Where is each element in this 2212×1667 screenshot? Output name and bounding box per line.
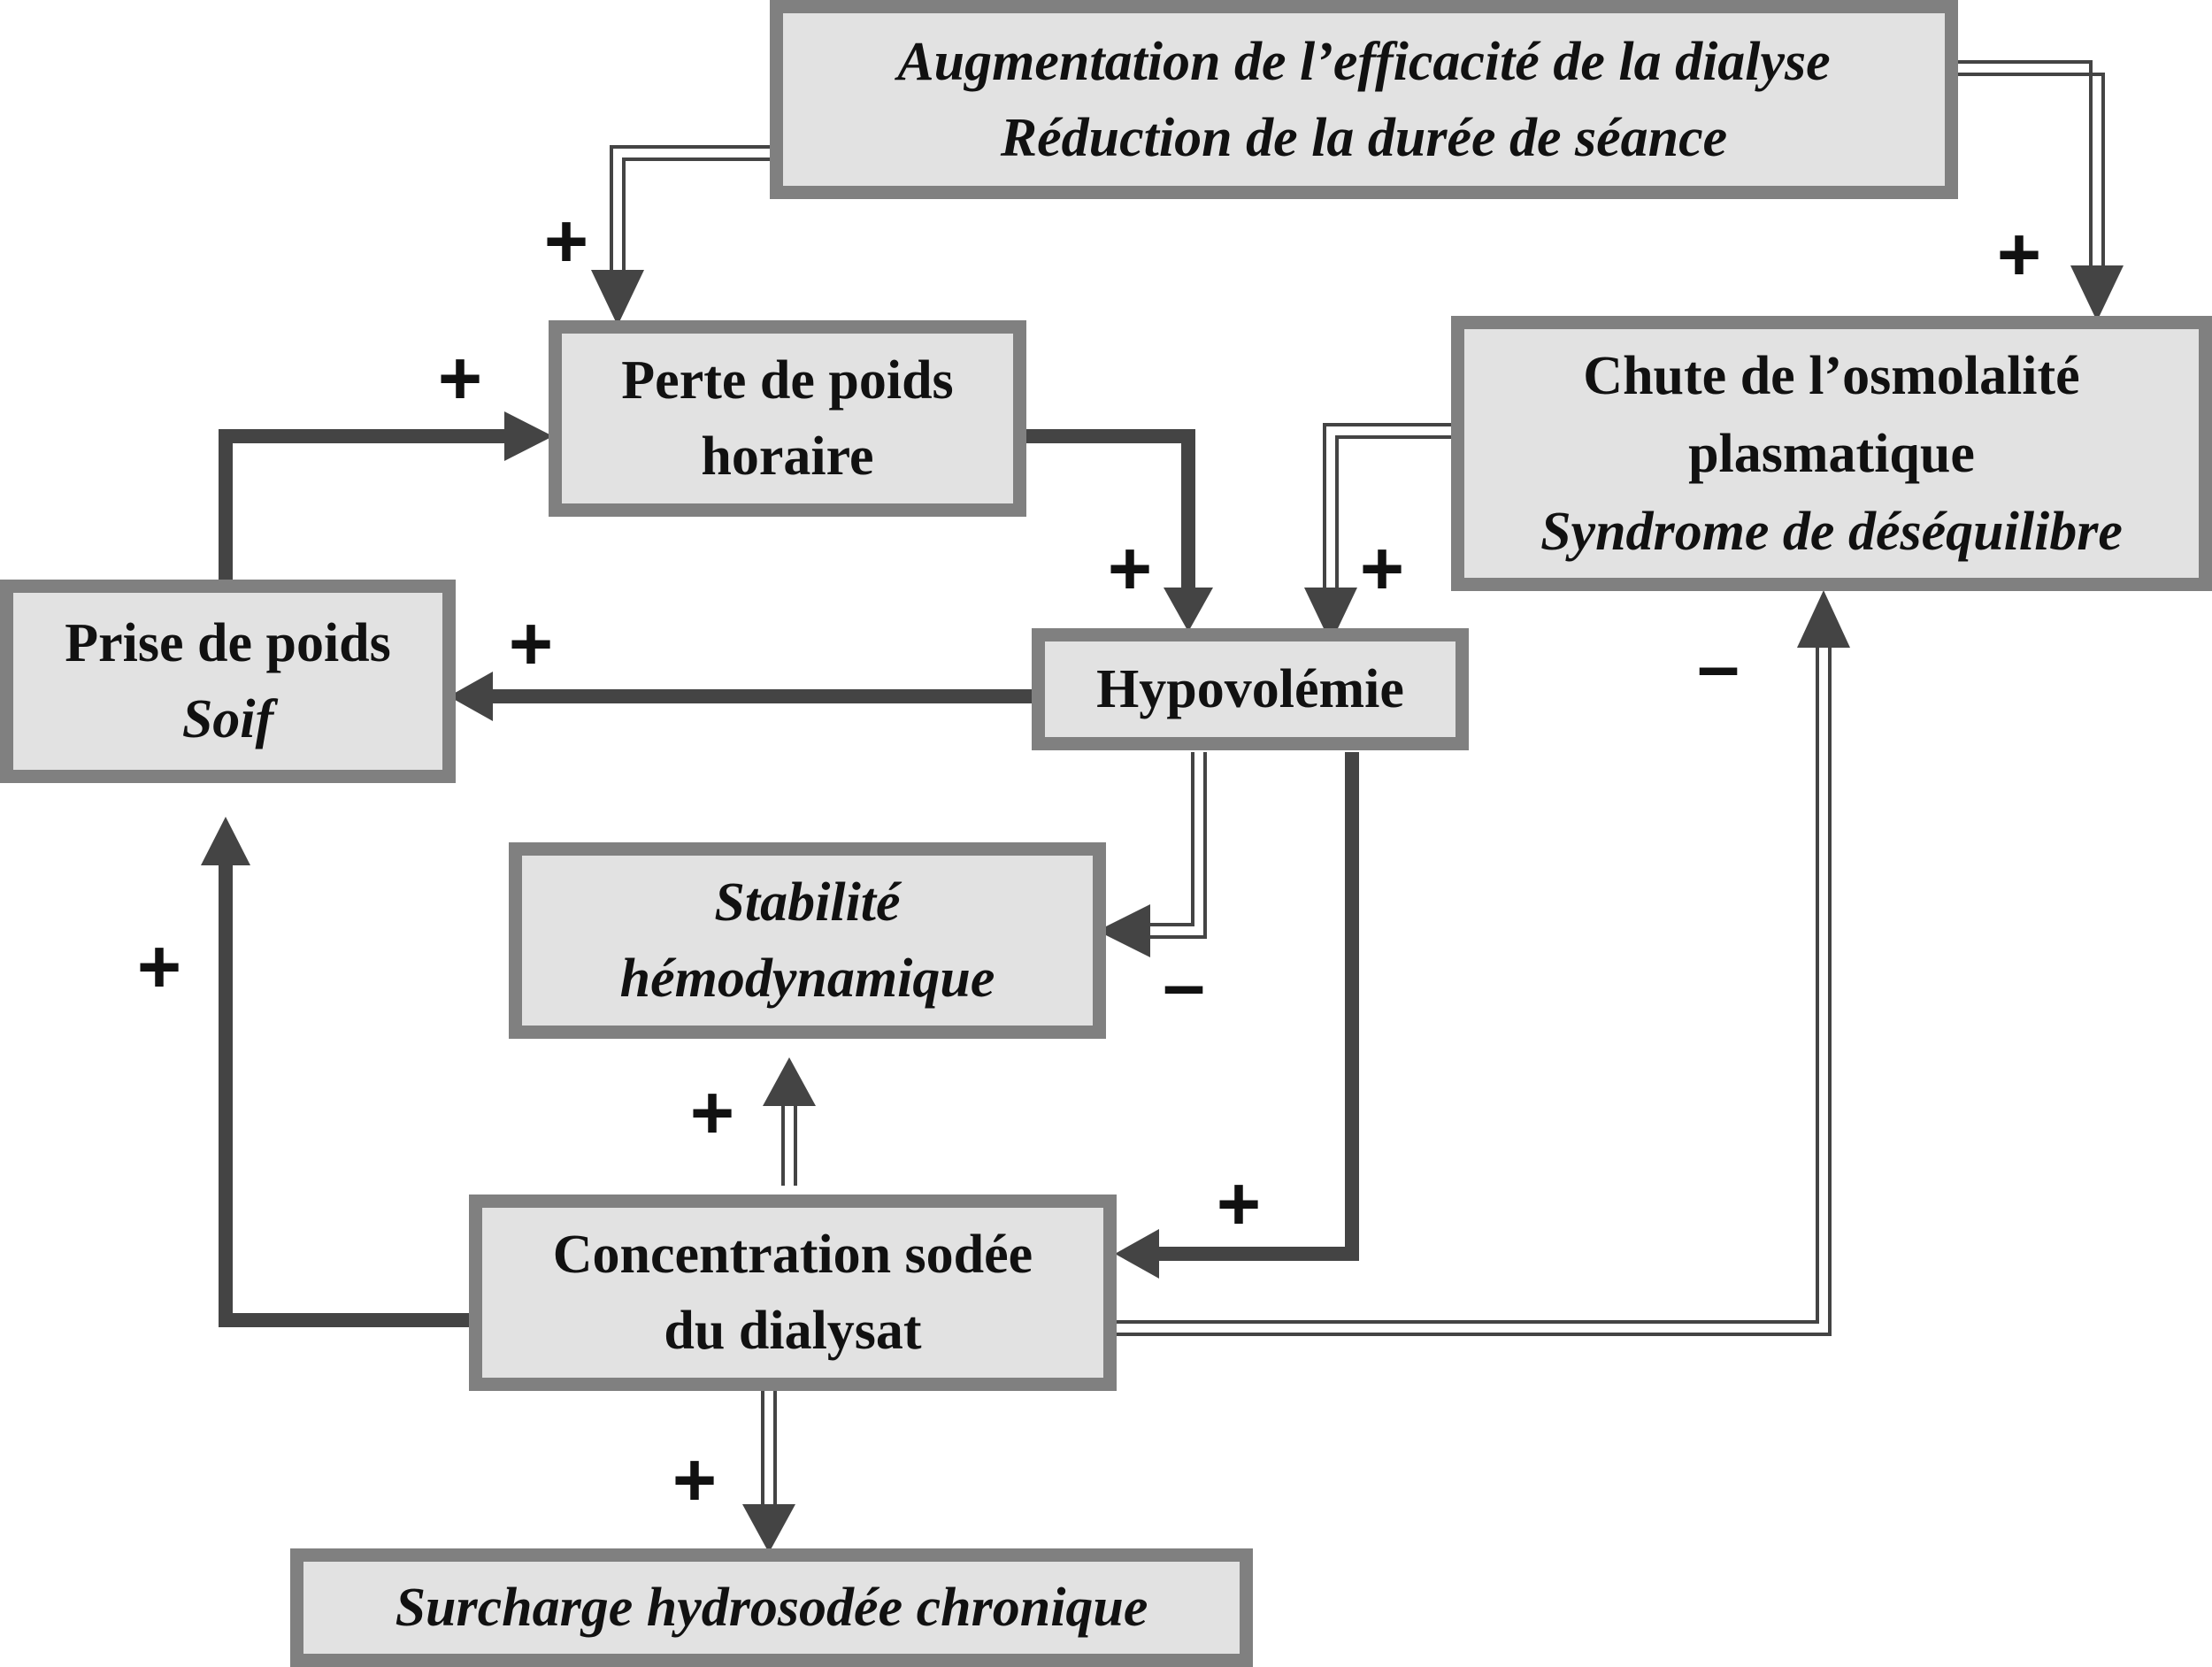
node-hemodynamic-stability: Stabilité hémodynamique bbox=[509, 842, 1106, 1039]
sign-sodium-to-osmolality: – bbox=[1697, 624, 1740, 709]
arrow-dialysis-to-osmolality bbox=[1949, 60, 2093, 265]
node-osmolality-line1: Chute de l’osmolalité bbox=[1583, 345, 2080, 406]
sign-dialysis-to-weight-loss: + bbox=[543, 199, 589, 284]
sign-weight-gain-to-weight-loss: + bbox=[437, 336, 483, 421]
node-stability-line2: hémodynamique bbox=[619, 949, 995, 1009]
node-dialysis-line1: Augmentation de l’efficacité de la dialy… bbox=[897, 31, 1831, 92]
arrow-osmolality-to-hypovolemia-line2 bbox=[1335, 435, 1455, 588]
arrowhead bbox=[1115, 1229, 1159, 1279]
sign-sodium-to-stability: + bbox=[689, 1071, 735, 1156]
arrowhead bbox=[1304, 588, 1357, 643]
arrow-sodium-to-osmolality-line2 bbox=[1112, 648, 1832, 1336]
arrow-weight-loss-to-hypovolemia bbox=[1018, 429, 1195, 588]
arrow-osmolality-to-hypovolemia bbox=[1323, 423, 1455, 588]
node-osmolality-line2: plasmatique bbox=[1688, 423, 1975, 484]
arrowhead bbox=[449, 672, 493, 721]
arrowhead bbox=[591, 270, 644, 326]
arrow-dialysis-to-osmolality-line2 bbox=[1949, 73, 2105, 265]
node-weight-loss-line1: Perte de poids bbox=[621, 350, 954, 411]
arrow-sodium-to-osmolality bbox=[1112, 648, 1819, 1324]
sign-hypovolemia-to-sodium: + bbox=[1216, 1162, 1262, 1247]
arrow-hypovolemia-to-sodium bbox=[1159, 752, 1359, 1261]
arrowhead bbox=[201, 817, 250, 865]
arrowhead bbox=[1797, 590, 1850, 648]
sign-osmolality-to-hypovolemia: + bbox=[1359, 526, 1405, 611]
sign-sodium-to-overload: + bbox=[672, 1438, 718, 1523]
node-sodium-line1: Concentration sodée bbox=[552, 1225, 1033, 1285]
sign-hypovolemia-to-weight-gain: + bbox=[508, 602, 554, 687]
sign-sodium-to-weight-gain: + bbox=[136, 925, 182, 1010]
arrow-weight-gain-to-weight-loss bbox=[219, 429, 504, 584]
node-chronic-overload: Surcharge hydrosodée chronique bbox=[290, 1548, 1253, 1667]
node-osmolality-line3: Syndrome de déséquilibre bbox=[1540, 501, 2123, 562]
arrowhead bbox=[1164, 588, 1213, 632]
node-dialysis-efficiency: Augmentation de l’efficacité de la dialy… bbox=[770, 0, 1958, 199]
node-osmolality: Chute de l’osmolalité plasmatique Syndro… bbox=[1451, 316, 2212, 591]
sign-weight-loss-to-hypovolemia: + bbox=[1107, 526, 1153, 611]
node-overload-line1: Surcharge hydrosodée chronique bbox=[395, 1578, 1148, 1638]
arrow-dialysis-to-weight-loss-line2 bbox=[622, 157, 774, 270]
sign-dialysis-to-osmolality: + bbox=[1996, 212, 2042, 297]
arrowhead bbox=[742, 1504, 795, 1553]
arrow-dialysis-to-weight-loss bbox=[610, 145, 774, 270]
arrowhead bbox=[2070, 265, 2124, 321]
node-hypovolemia-line1: Hypovolémie bbox=[1096, 659, 1404, 719]
node-sodium-line2: du dialysat bbox=[664, 1301, 922, 1361]
node-sodium-concentration: Concentration sodée du dialysat bbox=[469, 1195, 1117, 1391]
node-stability-line1: Stabilité bbox=[714, 872, 901, 933]
arrow-sodium-to-weight-gain bbox=[219, 865, 478, 1327]
node-hypovolemia: Hypovolémie bbox=[1032, 628, 1469, 750]
sign-hypovolemia-to-stability: – bbox=[1163, 942, 1205, 1027]
arrowhead bbox=[504, 411, 553, 461]
arrowhead bbox=[763, 1057, 816, 1106]
arrow-hypovolemia-to-stability bbox=[1150, 752, 1194, 926]
node-weight-loss-line2: horaire bbox=[701, 426, 874, 487]
arrow-hypovolemia-to-stability-line2 bbox=[1150, 752, 1207, 939]
arrowhead bbox=[1097, 904, 1150, 957]
node-weight-gain-line2: Soif bbox=[181, 689, 274, 749]
node-weight-gain: Prise de poids Soif bbox=[0, 580, 456, 783]
node-dialysis-line2: Réduction de la durée de séance bbox=[1000, 107, 1728, 168]
node-weight-loss: Perte de poids horaire bbox=[549, 320, 1026, 517]
node-weight-gain-line1: Prise de poids bbox=[65, 613, 391, 673]
